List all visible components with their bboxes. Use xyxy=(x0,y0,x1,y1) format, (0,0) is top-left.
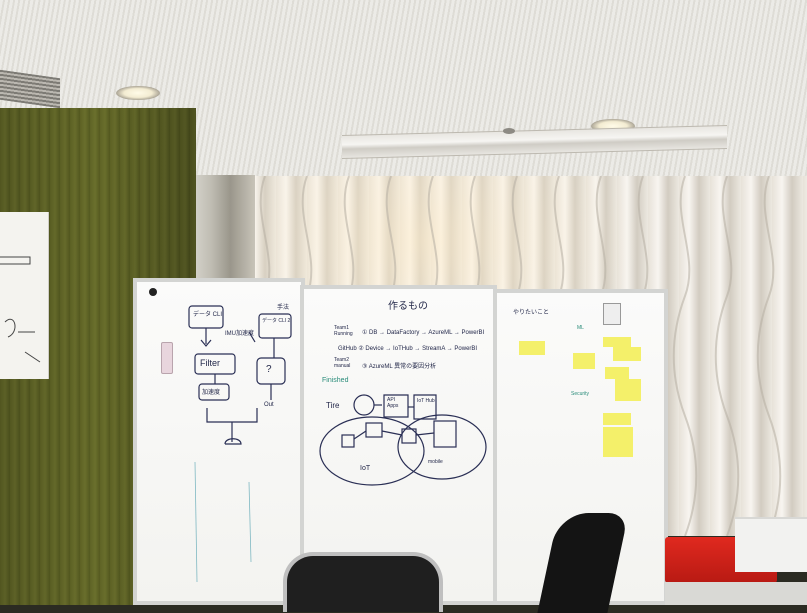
mobile-label: mobile xyxy=(428,459,443,465)
paper-sketch xyxy=(0,256,41,363)
sticky-note xyxy=(603,427,633,441)
team2-label: Team2 manual xyxy=(334,357,351,369)
tire-label: Tire xyxy=(326,401,340,410)
sticky-note xyxy=(615,379,641,401)
left-box-label: データ CLI xyxy=(193,312,223,318)
whiteboard-left: データ CLI IMU加速度 手法 データ CLI 2 Filter 加速度 ?… xyxy=(133,278,305,605)
bench-base xyxy=(665,582,807,605)
sticky-note xyxy=(519,341,545,355)
architecture-diagram xyxy=(319,394,487,486)
question-label: ? xyxy=(266,364,272,375)
sticky-note xyxy=(603,413,631,425)
pinned-card xyxy=(603,303,621,325)
finished-label: Finished xyxy=(322,377,349,384)
security-label: Security xyxy=(571,391,590,397)
filter-label: Filter xyxy=(200,358,220,368)
left-note: IMU加速度 xyxy=(225,331,254,337)
glass-doorway xyxy=(193,175,255,285)
api-apps-label: API Apps xyxy=(387,397,399,409)
team1-label: Team1 Running xyxy=(334,325,353,337)
sticky-note xyxy=(613,347,641,361)
left-board-diagram xyxy=(188,305,292,583)
sticky-note xyxy=(603,337,631,347)
right-title: やりたいこと xyxy=(513,310,550,316)
out-label: Out xyxy=(264,402,274,408)
right-top-label: 手法 xyxy=(277,305,290,311)
white-bench xyxy=(735,517,807,572)
ml-label: ML xyxy=(577,325,584,331)
right-box-label: データ CLI 2 xyxy=(262,318,291,324)
magnet xyxy=(149,288,157,296)
sticky-note xyxy=(573,353,595,369)
lower-box-label: 加速度 xyxy=(202,390,221,396)
eraser xyxy=(161,342,173,374)
team2-flow: ③ AzureML 異常の要因分析 xyxy=(362,364,437,370)
iot-hub-label: IoT Hub xyxy=(417,398,435,404)
smoke-detector xyxy=(503,128,515,134)
sticky-note xyxy=(603,441,633,457)
office-chair xyxy=(283,552,443,612)
github-flow: GitHub ② Device → IoTHub → StreamA → Pow… xyxy=(338,346,478,352)
whiteboard-middle: 作るもの Team1 Running ① DB → DataFactory → … xyxy=(300,285,497,605)
wall-paper-sheet xyxy=(0,212,49,379)
iot-label: IoT xyxy=(360,465,371,472)
middle-title: 作るもの xyxy=(388,301,428,312)
team1-flow: ① DB → DataFactory → AzureML → PowerBI xyxy=(362,330,485,336)
sticky-note xyxy=(605,367,629,379)
ceiling-light xyxy=(116,86,160,100)
